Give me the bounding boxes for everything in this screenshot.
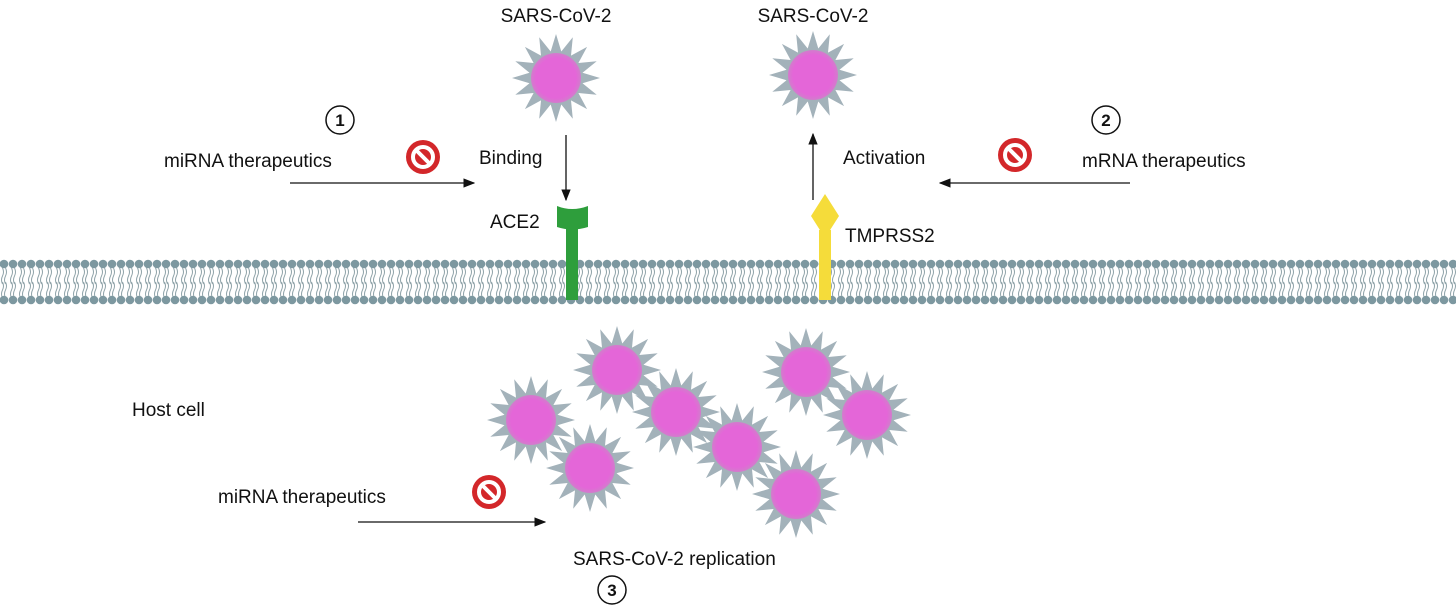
tmprss2-receptor	[811, 194, 839, 300]
virus-icon	[769, 31, 857, 119]
mrna-therapeutics-label: mRNA therapeutics	[1082, 151, 1246, 172]
virus-icon	[546, 424, 634, 512]
virus-icon	[512, 34, 600, 122]
virus-icon	[762, 328, 850, 416]
step-1-badge: 1	[325, 105, 355, 135]
replication-label: SARS-CoV-2 replication	[573, 549, 776, 570]
ace2-label: ACE2	[490, 212, 540, 233]
virus-icon	[487, 376, 575, 464]
cell-membrane	[0, 259, 1456, 305]
prohibited-icon	[998, 138, 1032, 172]
step-1-number: 1	[335, 111, 344, 130]
virus-icon	[693, 403, 781, 491]
virus-label-left: SARS-CoV-2	[501, 6, 612, 27]
activation-label: Activation	[843, 148, 925, 169]
ace2-receptor	[557, 206, 588, 300]
step-3-badge: 3	[597, 575, 627, 605]
mirna-therapeutics-bottom-label: miRNA therapeutics	[218, 487, 386, 508]
prohibited-icon	[406, 140, 440, 174]
mirna-therapeutics-label: miRNA therapeutics	[164, 151, 332, 172]
step-2-badge: 2	[1091, 105, 1121, 135]
virus-group	[487, 31, 911, 538]
virus-label-right: SARS-CoV-2	[758, 6, 869, 27]
binding-label: Binding	[479, 148, 542, 169]
host-cell-label: Host cell	[132, 400, 205, 421]
step-2-number: 2	[1101, 111, 1110, 130]
virus-icon	[823, 371, 911, 459]
step-3-number: 3	[607, 581, 616, 600]
virus-icon	[632, 368, 720, 456]
virus-icon	[573, 326, 661, 414]
prohibited-icon	[472, 475, 506, 509]
virus-icon	[752, 450, 840, 538]
tmprss2-label: TMPRSS2	[845, 226, 935, 247]
